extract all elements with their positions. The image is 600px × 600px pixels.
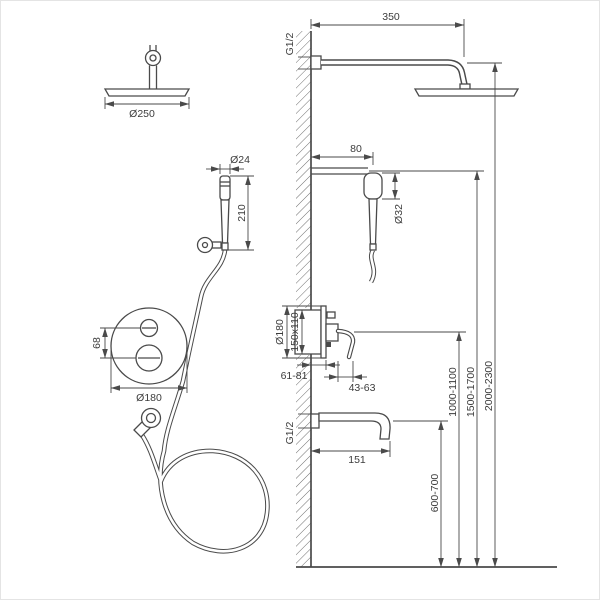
mixer-lever-inner — [336, 329, 355, 359]
spout-side-view — [310, 412, 391, 440]
dim-label-arm-thread: G1/2 — [284, 32, 296, 55]
dim-label-hand-shower-height: 1500-1700 — [465, 367, 477, 417]
dim-label-mixer-height: 1000-1100 — [447, 367, 459, 417]
rain-head-side — [413, 88, 520, 97]
dim-spout-height: 600-700 — [393, 420, 448, 568]
hose-inner — [140, 249, 269, 553]
shower-arm — [321, 59, 469, 88]
hand-shower-head — [219, 175, 231, 201]
dim-label-plate-diameter-side: Ø180 — [274, 319, 286, 345]
dim-hand-shower-height: 1500-1700 — [369, 170, 484, 568]
hose-nut — [369, 243, 377, 251]
dim-spout-thread: G1/2 — [284, 413, 311, 444]
dim-plate-diameter-front: Ø180 — [110, 350, 188, 404]
dim-rain-head-diameter: Ø250 — [104, 97, 190, 120]
dim-label-holder-offset: 80 — [350, 143, 362, 155]
shower-arm-inner — [321, 60, 467, 88]
dim-arm-thread: G1/2 — [284, 32, 311, 70]
wall-section — [294, 31, 557, 568]
dim-arm-length: 350 — [310, 11, 465, 57]
dim-mixer-depth: 61-81 — [281, 360, 340, 382]
hand-shower-hose — [140, 249, 270, 554]
spout-body — [318, 412, 391, 440]
dim-hand-cup-diameter: Ø32 — [382, 172, 405, 224]
mixer-body — [325, 323, 339, 342]
dim-hand-shower-length: 210 — [228, 175, 254, 251]
mixer-front-view — [110, 307, 188, 385]
hand-shower-side-view — [311, 167, 383, 284]
wall-hatching — [296, 31, 311, 567]
dim-holder-offset: 80 — [310, 143, 374, 165]
hand-shower-grip — [220, 199, 230, 244]
diverter-pin — [326, 311, 336, 319]
dim-label-mixer-depth: 61-81 — [281, 370, 308, 382]
dim-spout-length: 151 — [310, 441, 391, 466]
hand-shower-handle — [368, 198, 378, 245]
dim-mixer-height: 1000-1100 — [354, 331, 466, 568]
holder-bracket-center — [201, 241, 209, 249]
dim-label-knob-spacing: 68 — [91, 337, 103, 349]
holder-link — [211, 241, 222, 249]
dim-label-head-height: 2000-2300 — [483, 361, 495, 411]
dim-plate-diameter-side: Ø180 — [274, 305, 321, 359]
dim-box-size: 150x110 — [289, 309, 305, 355]
dim-label-spout-thread: G1/2 — [284, 421, 296, 444]
rain-head-front — [103, 88, 191, 97]
hand-shower-front-view — [196, 175, 231, 254]
mixer-plate-edge — [320, 305, 327, 359]
escutcheon-center — [149, 54, 157, 62]
hand-hose-side-inner — [369, 249, 376, 283]
dim-label-box-size: 150x110 — [289, 312, 301, 352]
hose-nut — [221, 242, 229, 251]
dim-handle-depth: 43-63 — [324, 361, 376, 394]
mixer-screw — [326, 342, 331, 347]
arm-wall-fitting — [310, 55, 322, 70]
dim-head-height: 2000-2300 — [467, 62, 502, 568]
dim-label-hand-cup-diameter: Ø32 — [393, 204, 405, 224]
dim-label-handle-depth: 43-63 — [349, 382, 376, 394]
dim-label-hand-shower-length: 210 — [236, 204, 248, 222]
hand-shower-cup — [363, 172, 383, 200]
rain-shower-side-view — [310, 55, 520, 97]
dim-label-spout-height: 600-700 — [429, 474, 441, 513]
rain-shower-front-view — [103, 45, 191, 97]
dim-label-hand-shower-diameter: Ø24 — [230, 154, 250, 166]
dim-label-arm-length: 350 — [382, 11, 400, 23]
dim-label-plate-diameter-front: Ø180 — [136, 392, 162, 404]
outlet-center — [145, 412, 157, 424]
dim-label-rain-head-diameter: Ø250 — [129, 108, 155, 120]
dim-hand-shower-diameter: Ø24 — [206, 154, 250, 174]
mixer-side-view — [294, 305, 356, 360]
head-connector — [459, 83, 471, 90]
spout-wall-fitting — [310, 413, 320, 429]
dim-label-spout-length: 151 — [348, 454, 366, 466]
wall-outlet-front-view — [133, 407, 162, 438]
dim-knob-spacing: 68 — [91, 327, 140, 359]
